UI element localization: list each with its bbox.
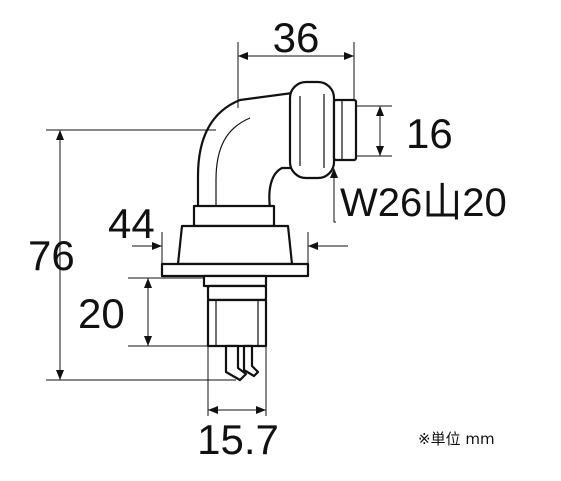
base-flange [160,262,310,278]
thread-leader [330,168,338,223]
dim-total-height [46,129,236,381]
elbow-seam [215,117,251,208]
bottom-hook-left [224,344,248,382]
dim-outlet-diameter [356,105,392,157]
dim-flange-width-label: 44 [108,200,155,247]
dim-flange-width [132,232,348,264]
dim-bottom-width [207,346,267,416]
dim-outlet-diameter-label: 16 [406,110,453,157]
dim-top-width [237,42,355,108]
dim-lower-height-label: 20 [78,290,125,337]
outlet-nut [288,80,336,180]
elbow-fitting [160,80,358,382]
dim-bottom-width-label: 15.7 [197,416,279,463]
lower-spigot [206,298,268,348]
lower-spigot-seam [215,300,259,346]
dim-top-width-label: 36 [273,14,320,61]
outlet-spigot [332,98,358,162]
dim-lower-height [128,277,208,347]
unit-note: ※単位 mm [418,430,495,448]
lower-spigot-upper [206,284,268,302]
flange-step [176,224,294,266]
thread-spec-label: W26山20 [340,181,507,225]
bottom-hook-right [242,344,260,378]
lower-neck [202,274,268,288]
dim-total-height-label: 76 [28,232,75,279]
elbow-collar [192,204,276,228]
